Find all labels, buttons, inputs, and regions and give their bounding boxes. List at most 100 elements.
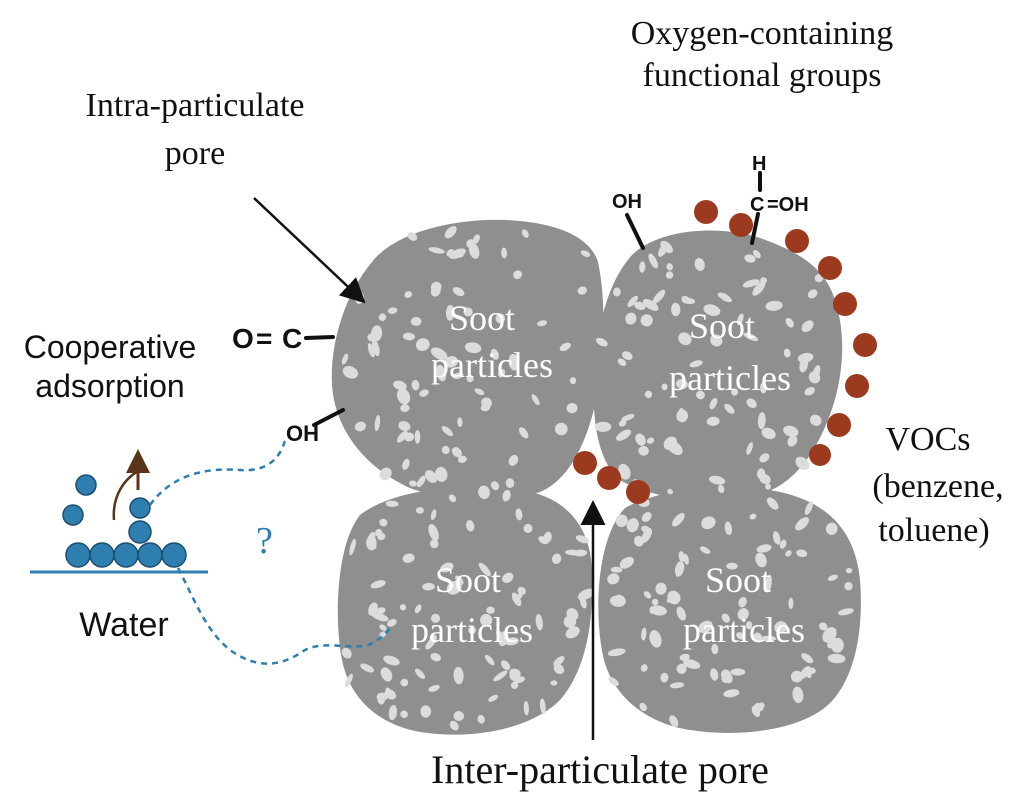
pore-spot — [827, 653, 846, 664]
pore-spot — [827, 574, 838, 581]
pore-spot — [595, 337, 608, 347]
pore-spot — [501, 247, 508, 259]
particle-label-line2: particles — [683, 610, 805, 650]
pore-spot — [580, 250, 591, 258]
pore-spot — [783, 425, 799, 437]
pore-spot — [379, 518, 388, 527]
pore-spot — [452, 372, 464, 379]
pore-spot — [626, 518, 639, 533]
pore-spot — [670, 302, 681, 317]
pore-spot — [377, 694, 385, 705]
pore-spot — [495, 313, 506, 324]
pore-texture — [341, 225, 854, 731]
pore-spot — [400, 678, 409, 687]
pore-spot — [639, 261, 646, 273]
pore-spot — [757, 702, 765, 710]
voc-molecule — [809, 444, 831, 466]
pore-spot — [621, 351, 633, 360]
pore-spot — [383, 655, 400, 666]
voc-molecule — [573, 451, 597, 475]
pore-spot — [416, 475, 426, 488]
pore-spot — [554, 422, 568, 436]
pore-spot — [723, 689, 740, 698]
water-molecule — [75, 474, 97, 496]
pore-spot — [367, 343, 375, 358]
pore-spot — [746, 398, 757, 409]
pore-spot — [410, 316, 422, 326]
pore-spot — [746, 442, 753, 455]
pore-spot — [822, 627, 837, 643]
voc-molecule — [833, 292, 857, 316]
pore-spot — [393, 380, 407, 391]
pore-spot — [765, 483, 771, 490]
pore-spot — [496, 629, 505, 643]
pore-spot — [745, 621, 753, 630]
pore-spot — [565, 626, 580, 639]
vocs-label-line3: toluene) — [878, 512, 989, 549]
pore-spot — [371, 325, 383, 342]
pore-spot — [642, 298, 659, 311]
pore-spot — [694, 258, 705, 271]
pore-spot — [374, 414, 381, 432]
pore-spot — [644, 390, 653, 399]
particle-label-top-left: Soot particles — [431, 298, 553, 385]
oxygen-label-line2: functional groups — [643, 57, 882, 94]
pore-spot — [575, 535, 589, 544]
pore-spot — [477, 714, 485, 724]
coop-label-line1: Cooperative — [24, 329, 197, 365]
pore-spot — [380, 667, 393, 682]
water-molecule — [161, 542, 187, 568]
pore-spot — [795, 517, 810, 531]
pore-spot — [615, 594, 626, 605]
pore-spot — [387, 307, 398, 314]
coop-label-line2: adsorption — [35, 368, 184, 404]
pore-spot — [709, 397, 718, 410]
pore-spot — [430, 285, 441, 297]
pore-spot — [649, 605, 667, 616]
pore-spot — [676, 663, 687, 674]
pore-spot — [736, 632, 745, 640]
pore-spot — [738, 596, 747, 608]
pore-spot — [517, 586, 526, 595]
formyl-c-label: C — [750, 194, 764, 216]
pore-spot — [731, 388, 739, 396]
pore-spot — [724, 521, 733, 536]
soot-particle-top-left — [331, 219, 604, 501]
pore-spot — [635, 433, 646, 446]
pore-spot — [468, 626, 477, 635]
pore-spot — [641, 527, 652, 543]
pore-spot — [757, 412, 766, 430]
pore-spot — [726, 562, 738, 570]
pore-spot — [765, 574, 772, 592]
particle-label-line2: particles — [411, 610, 533, 650]
water-molecules — [62, 474, 187, 568]
pore-spot — [435, 466, 448, 482]
pore-spot — [514, 593, 523, 601]
pore-spot — [428, 684, 440, 692]
pore-spot — [375, 528, 383, 538]
pore-spot — [759, 453, 770, 463]
pore-spot — [577, 286, 588, 295]
carbonyl-eq-label: = — [256, 323, 272, 354]
pore-spot — [502, 489, 511, 502]
question-mark: ? — [256, 520, 273, 562]
pore-spot — [419, 389, 429, 397]
pore-spot — [430, 613, 441, 623]
pore-spot — [360, 663, 375, 673]
pore-spot — [457, 417, 463, 427]
pore-spot — [397, 388, 411, 405]
pore-spot — [420, 705, 432, 718]
voc-molecule — [853, 333, 877, 357]
pore-spot — [616, 429, 632, 441]
pore-spot — [689, 360, 703, 368]
pore-spot — [453, 710, 465, 722]
pore-spot — [385, 500, 399, 508]
pore-spot — [790, 670, 803, 683]
voc-molecule — [694, 200, 718, 224]
pore-spot — [411, 379, 420, 391]
pore-spot — [569, 377, 577, 385]
water-molecule — [89, 542, 115, 568]
pore-spot — [838, 608, 854, 616]
pore-spot — [766, 497, 779, 510]
